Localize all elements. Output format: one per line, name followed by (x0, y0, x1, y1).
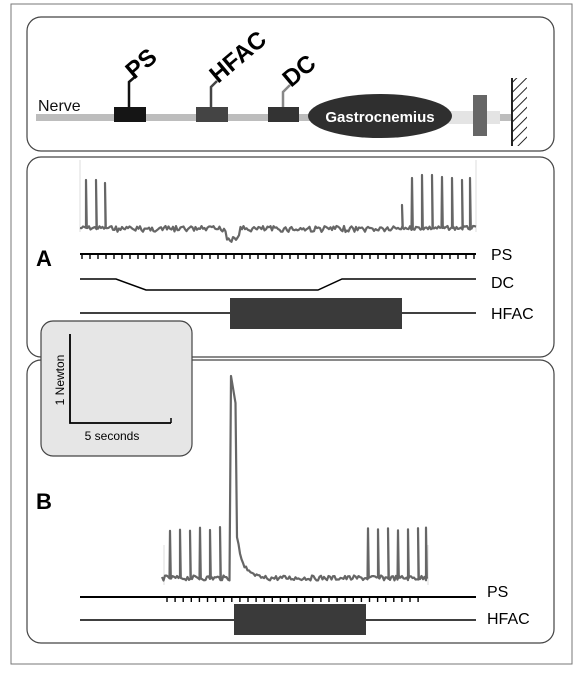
ps-trace-label-a: PS (491, 247, 512, 264)
gastrocnemius-label: Gastrocnemius (325, 109, 434, 126)
hfac-electrode (196, 107, 228, 122)
force-transducer (473, 95, 487, 136)
wall-hatch (513, 78, 527, 146)
hfac-trace-label-b: HFAC (487, 611, 530, 628)
gastrocnemius-muscle (308, 94, 452, 138)
panel-a-letter: A (36, 246, 52, 271)
hfac-block-b (234, 604, 366, 635)
hfac-lead (209, 80, 218, 107)
ps-lead (127, 75, 137, 107)
ps-trace-label-b: PS (487, 584, 508, 601)
scale-bar-axes (69, 334, 171, 424)
hfac-trace-label-a: HFAC (491, 306, 534, 323)
schematic-panel: Nerve PS HFAC DC Gastrocnemius (26, 16, 555, 152)
ps-ticks-a (81, 254, 475, 259)
panel-a: A PS DC HFAC (26, 156, 555, 358)
scale-bar-box: 1 Newton 5 seconds (40, 320, 193, 457)
nerve-label: Nerve (38, 98, 81, 115)
dc-trace-label-a: DC (491, 275, 514, 292)
hfac-block-a (230, 298, 402, 329)
force-trace-b (160, 374, 429, 582)
force-trace-a (79, 173, 477, 243)
ps-ticks-b (166, 597, 419, 602)
scale-bar-x-label: 5 seconds (85, 429, 140, 443)
dc-profile-a (80, 278, 476, 291)
dc-lead (281, 84, 291, 107)
scale-bar-y-label: 1 Newton (53, 355, 67, 406)
dc-electrode (268, 107, 299, 122)
ps-electrode (114, 107, 146, 122)
panel-b-letter: B (36, 489, 52, 514)
